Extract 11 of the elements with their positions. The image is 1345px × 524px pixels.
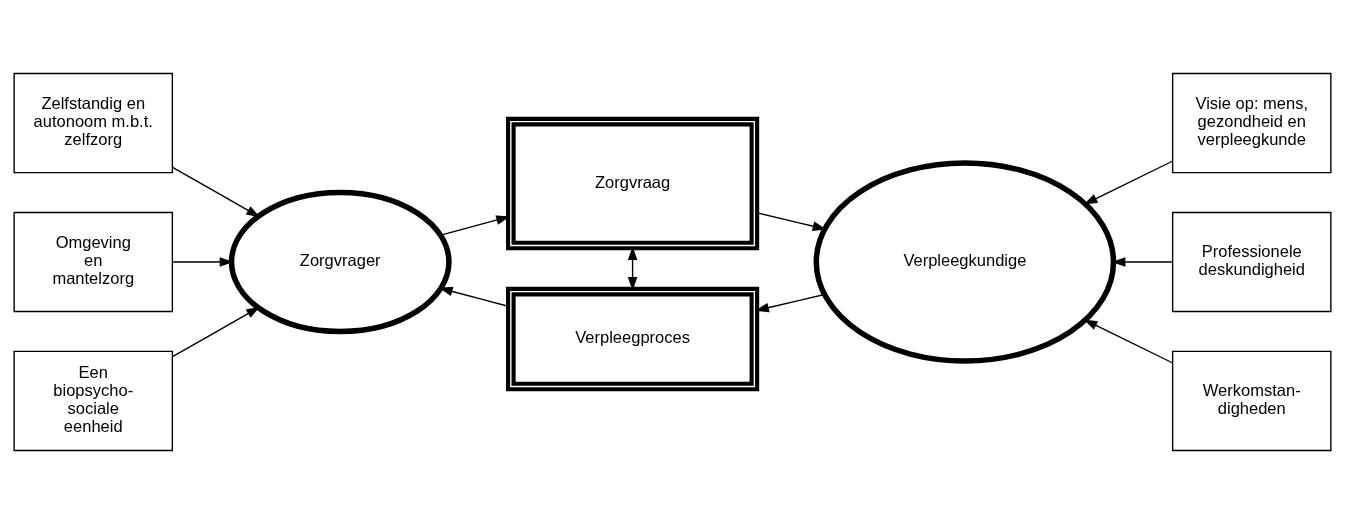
- node-box: Verpleegproces: [506, 286, 760, 392]
- node-box: Omgeving en mantelzorg: [13, 211, 174, 313]
- node-box: Een biopsycho- sociale eenheid: [13, 350, 174, 452]
- arrow: [1083, 160, 1173, 205]
- arrow: [1083, 319, 1173, 364]
- node-box: Zorgvraag: [506, 116, 760, 251]
- arrow: [171, 306, 261, 358]
- node-box: Werkomstan- digheden: [1171, 350, 1332, 452]
- node-box: Zelfstandig en autonoom m.b.t. zelfzorg: [13, 72, 174, 174]
- node-box: Professionele deskundigheid: [1171, 211, 1332, 313]
- node-box: Visie op: mens, gezondheid en verpleegkunde: [1171, 72, 1332, 174]
